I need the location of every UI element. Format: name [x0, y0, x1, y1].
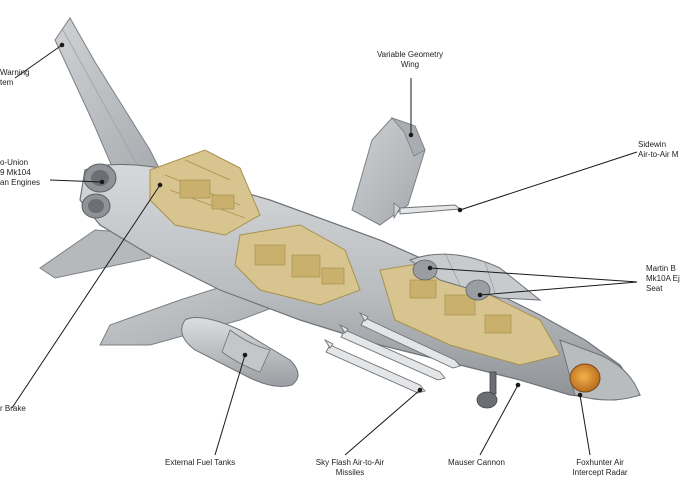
label-warning-system: Warning tem [0, 68, 30, 87]
label-external-fuel-tanks: External Fuel Tanks [165, 458, 236, 467]
leader-lines [11, 42, 638, 456]
label-foxhunter-radar: Foxhunter Air Intercept Radar [572, 458, 628, 477]
label-variable-geometry-wing: Variable Geometry Wing [376, 50, 444, 69]
label-sky-flash: Sky Flash Air-to-Air Missiles [315, 458, 385, 477]
sky-flash-missiles [323, 311, 461, 394]
canopy [408, 253, 542, 301]
label-air-brake: r Brake [0, 404, 26, 413]
label-mauser-cannon: Mauser Cannon [448, 458, 505, 467]
sidewinder-missile [399, 204, 462, 215]
label-ejection-seats: Martin B Mk10A Ej Seat [646, 264, 680, 293]
landing-gear [476, 371, 498, 409]
foxhunter-radar-dish [569, 363, 601, 393]
label-sidewinder: Sidewin Air-to-Air M [638, 140, 679, 159]
label-engines: o-Union 9 Mk104 an Engines [0, 158, 41, 187]
